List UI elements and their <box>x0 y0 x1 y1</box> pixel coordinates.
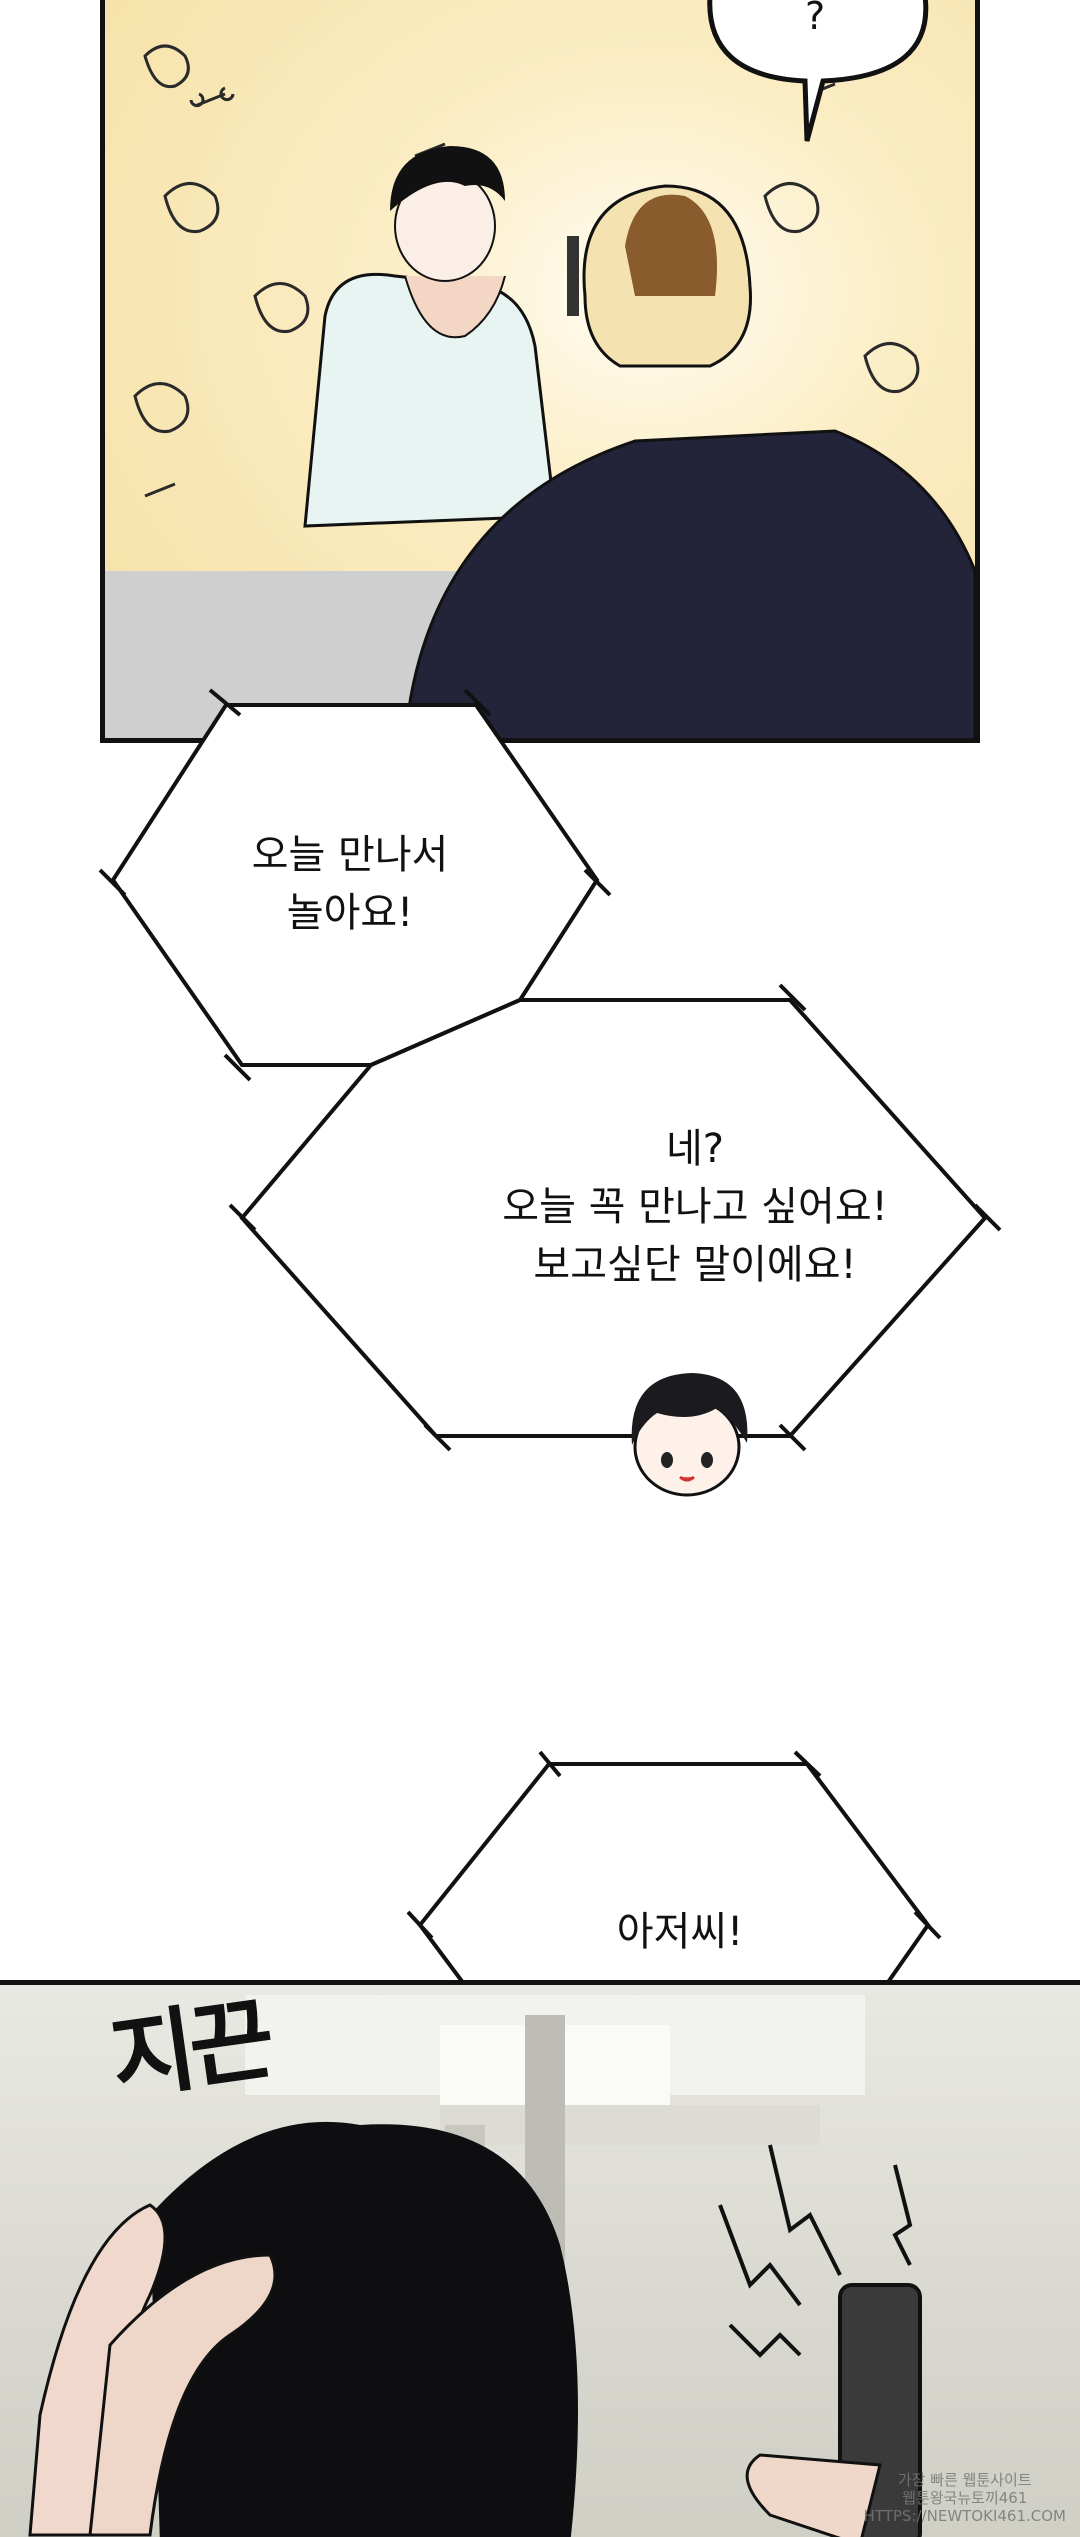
watermark: 가장 빠른 웹툰사이트 웹툰왕국뉴토끼461 HTTPS://NEWTOKI46… <box>864 2471 1066 2525</box>
panel-illustration <box>105 44 975 738</box>
comic-panel-phone-call: ? <box>100 0 980 743</box>
watermark-line: 웹툰왕국뉴토끼461 <box>902 2489 1028 2507</box>
watermark-line: 가장 빠른 웹툰사이트 <box>897 2471 1032 2489</box>
watermark-url: HTTPS://NEWTOKI461.COM <box>863 2507 1066 2525</box>
message-text-3: 아저씨! <box>616 1909 744 1955</box>
sound-effect-text: 지끈 <box>104 1985 276 2114</box>
comic-panel-headache: 지끈 가장 빠른 웹툰사이트 웹툰왕국뉴토끼461 HTTPS://NEWTOK… <box>0 1980 1080 2537</box>
hexagon-bubble-2 <box>239 998 988 1438</box>
speech-bubble-shape <box>707 0 929 142</box>
chibi-character <box>631 1373 748 1497</box>
speech-bubble-text: ? <box>805 0 826 38</box>
message-text-2: 네? 오늘 꼭 만나고 싶어요! 보고싶단 말이에요! <box>502 1126 888 1288</box>
panel-illustration <box>28 1995 922 2537</box>
message-text-1: 오늘 만나서 놀아요! <box>251 832 449 936</box>
